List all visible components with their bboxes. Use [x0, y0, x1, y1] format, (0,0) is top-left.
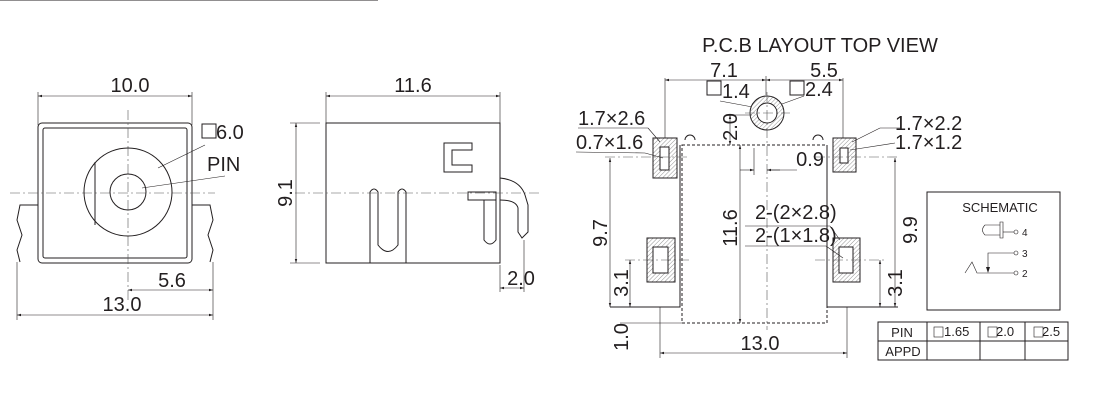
connector-body-outline — [681, 144, 828, 324]
pcb-title: P.C.B LAYOUT TOP VIEW — [702, 35, 938, 57]
front-width-top-label: 10.0 — [111, 75, 150, 97]
front-width-bottom-label: 13.0 — [103, 294, 142, 316]
table-header-pin: PIN — [891, 325, 913, 340]
dim-body-length: 11.6 — [720, 209, 742, 246]
table-header-2-0: 2.0 — [996, 324, 1014, 339]
pad-bottom-outer-label: 2-(2×2.8) — [755, 202, 837, 224]
pad-tl-outer-label: 1.7×2.6 — [578, 108, 645, 130]
hole-outer-label: 2.4 — [805, 79, 833, 101]
table-row-appd: APPD — [885, 344, 920, 359]
knurled-nut — [83, 147, 173, 237]
side-pin-offset-label: 2.0 — [507, 268, 535, 290]
schematic-title: SCHEMATIC — [962, 200, 1038, 215]
schematic: SCHEMATIC 4 3 2 — [926, 191, 1061, 311]
side-height-label: 9.1 — [275, 179, 297, 207]
table-header-2-5: 2.5 — [1042, 324, 1060, 339]
pin-hole — [109, 173, 147, 211]
dim-center-offset: 0.9 — [796, 149, 824, 171]
schematic-pin-3: 3 — [1022, 249, 1028, 260]
schematic-pin-4: 4 — [1022, 228, 1028, 239]
dim-right-height: 9.9 — [900, 216, 922, 244]
dim-right-pad: 3.1 — [885, 269, 907, 297]
schematic-pin-2: 2 — [1022, 269, 1028, 280]
pcb-dim-left-top: 7.1 — [710, 60, 738, 82]
dim-left-pad: 3.1 — [611, 269, 633, 297]
table-header-1-65: 1.65 — [944, 324, 969, 339]
pad-bottom-inner-label: 2-(1×1.8) — [755, 225, 837, 247]
pcb-layout: P.C.B LAYOUT TOP VIEW 7.1 5.5 1.4 2.4 — [575, 35, 962, 358]
dim-hole-offset: 2.0 — [720, 113, 742, 141]
side-view: 11.6 9.1 2.0 — [0, 0, 540, 292]
hole-inner-label: 1.4 — [722, 81, 750, 103]
pad-tl-inner-label: 0.7×1.6 — [576, 132, 643, 154]
dim-left-height: 9.7 — [590, 219, 612, 247]
front-view: 10.0 6.0 PIN 5.6 13.0 — [10, 75, 244, 320]
dim-width: 13.0 — [741, 333, 780, 355]
dim-bottom-gap: 1.0 — [611, 323, 633, 351]
pad-tr-outer-label: 1.7×2.2 — [895, 113, 962, 135]
side-length-label: 11.6 — [394, 75, 431, 97]
front-square-size-label: 6.0 — [216, 122, 244, 144]
pad-tr-inner-label: 1.7×1.2 — [895, 132, 962, 154]
pcb-dim-right-top: 5.5 — [810, 60, 838, 82]
pin-table: PIN 1.65 2.0 2.5 APPD — [877, 321, 1069, 361]
square-symbol-icon — [201, 123, 217, 139]
front-offset-label: 5.6 — [158, 270, 186, 292]
pin-label: PIN — [207, 154, 240, 176]
